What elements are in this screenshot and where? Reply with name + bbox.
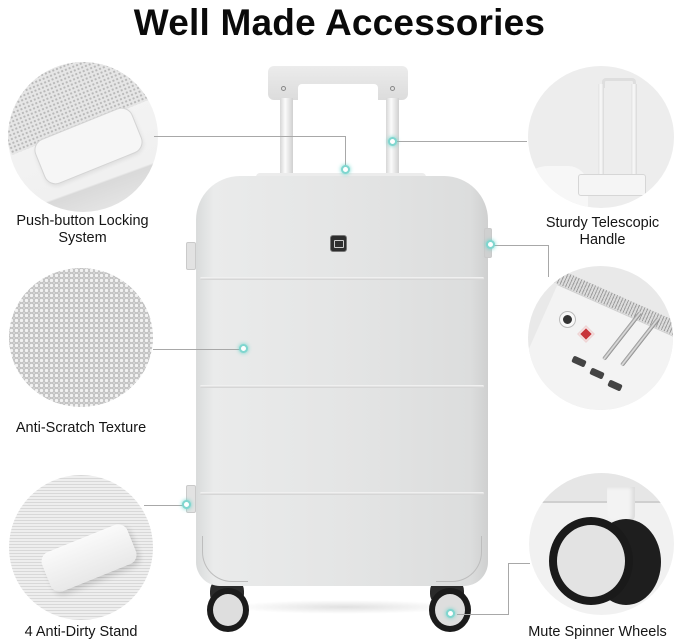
connector-line (154, 136, 346, 137)
anti-dirty-stand-closeup (9, 475, 153, 620)
corner-guard (202, 536, 248, 582)
label-line: System (58, 230, 107, 246)
suitcase-shell (196, 176, 488, 586)
hotspot-dot (182, 500, 191, 509)
hotspot-dot (446, 609, 455, 618)
handle-screw (281, 86, 286, 91)
page-title: Well Made Accessories (133, 2, 546, 43)
feature-label-push-button-lock: Push-button Locking System (0, 213, 165, 247)
hotspot-dot (341, 165, 350, 174)
feature-label-anti-dirty-stand: 4 Anti-Dirty Stand (0, 624, 162, 641)
shell-rib (200, 492, 484, 495)
feature-label-telescopic-handle: Sturdy Telescopic Handle (526, 215, 679, 249)
suitcase-bottom (529, 473, 674, 503)
label-line: Push-button Locking (16, 213, 149, 229)
corner-guard (436, 536, 482, 582)
side-handle-tab (186, 242, 196, 270)
front-wheel-left (207, 588, 249, 632)
wheel-icon (549, 517, 633, 605)
handle-base (256, 173, 426, 181)
telescopic-handle-closeup (528, 66, 674, 208)
wheel-caster (210, 576, 244, 606)
shell-rib (200, 385, 484, 388)
push-button-lock-closeup (8, 62, 158, 212)
handle-bar (631, 84, 637, 180)
connector-line (494, 245, 548, 246)
anti-scratch-texture-closeup (9, 268, 153, 407)
connector-line (508, 563, 509, 615)
connector-line (508, 563, 530, 564)
tsa-lock-closeup (528, 266, 673, 410)
handle-grip-icon (602, 78, 636, 88)
spinner-wheel-closeup (529, 473, 674, 615)
label-line: Handle (579, 232, 626, 248)
brand-logo-icon (330, 235, 347, 252)
hotspot-dot (388, 137, 397, 146)
handle-base (578, 174, 646, 196)
hotspot-dot (239, 344, 248, 353)
floor-shadow (230, 600, 460, 614)
feature-label-anti-scratch: Anti-Scratch Texture (0, 420, 162, 437)
wheel-caster (430, 576, 464, 606)
hotspot-dot (486, 240, 495, 249)
connector-line (548, 245, 549, 277)
label-line: Anti-Scratch Texture (15, 420, 147, 436)
lock-plate (528, 284, 673, 410)
feature-label-spinner-wheels: Mute Spinner Wheels (516, 624, 679, 641)
label-line: 4 Anti-Dirty Stand (24, 624, 138, 640)
shell-rib (200, 277, 484, 280)
label-line: Sturdy Telescopic (545, 215, 660, 231)
keyhole-icon (560, 312, 575, 327)
telescopic-handle-grip (268, 66, 408, 100)
handle-bar (598, 84, 604, 180)
connector-line (153, 349, 241, 350)
handle-grip-opening (298, 84, 378, 102)
connector-line (144, 505, 184, 506)
label-line: Mute Spinner Wheels (528, 624, 667, 640)
wheel-housing (607, 487, 635, 523)
connector-line (397, 141, 527, 142)
handle-bar-left (280, 98, 293, 178)
connector-line (345, 136, 346, 168)
connector-line (457, 614, 508, 615)
stand-foot-icon (38, 521, 140, 595)
handle-screw (390, 86, 395, 91)
